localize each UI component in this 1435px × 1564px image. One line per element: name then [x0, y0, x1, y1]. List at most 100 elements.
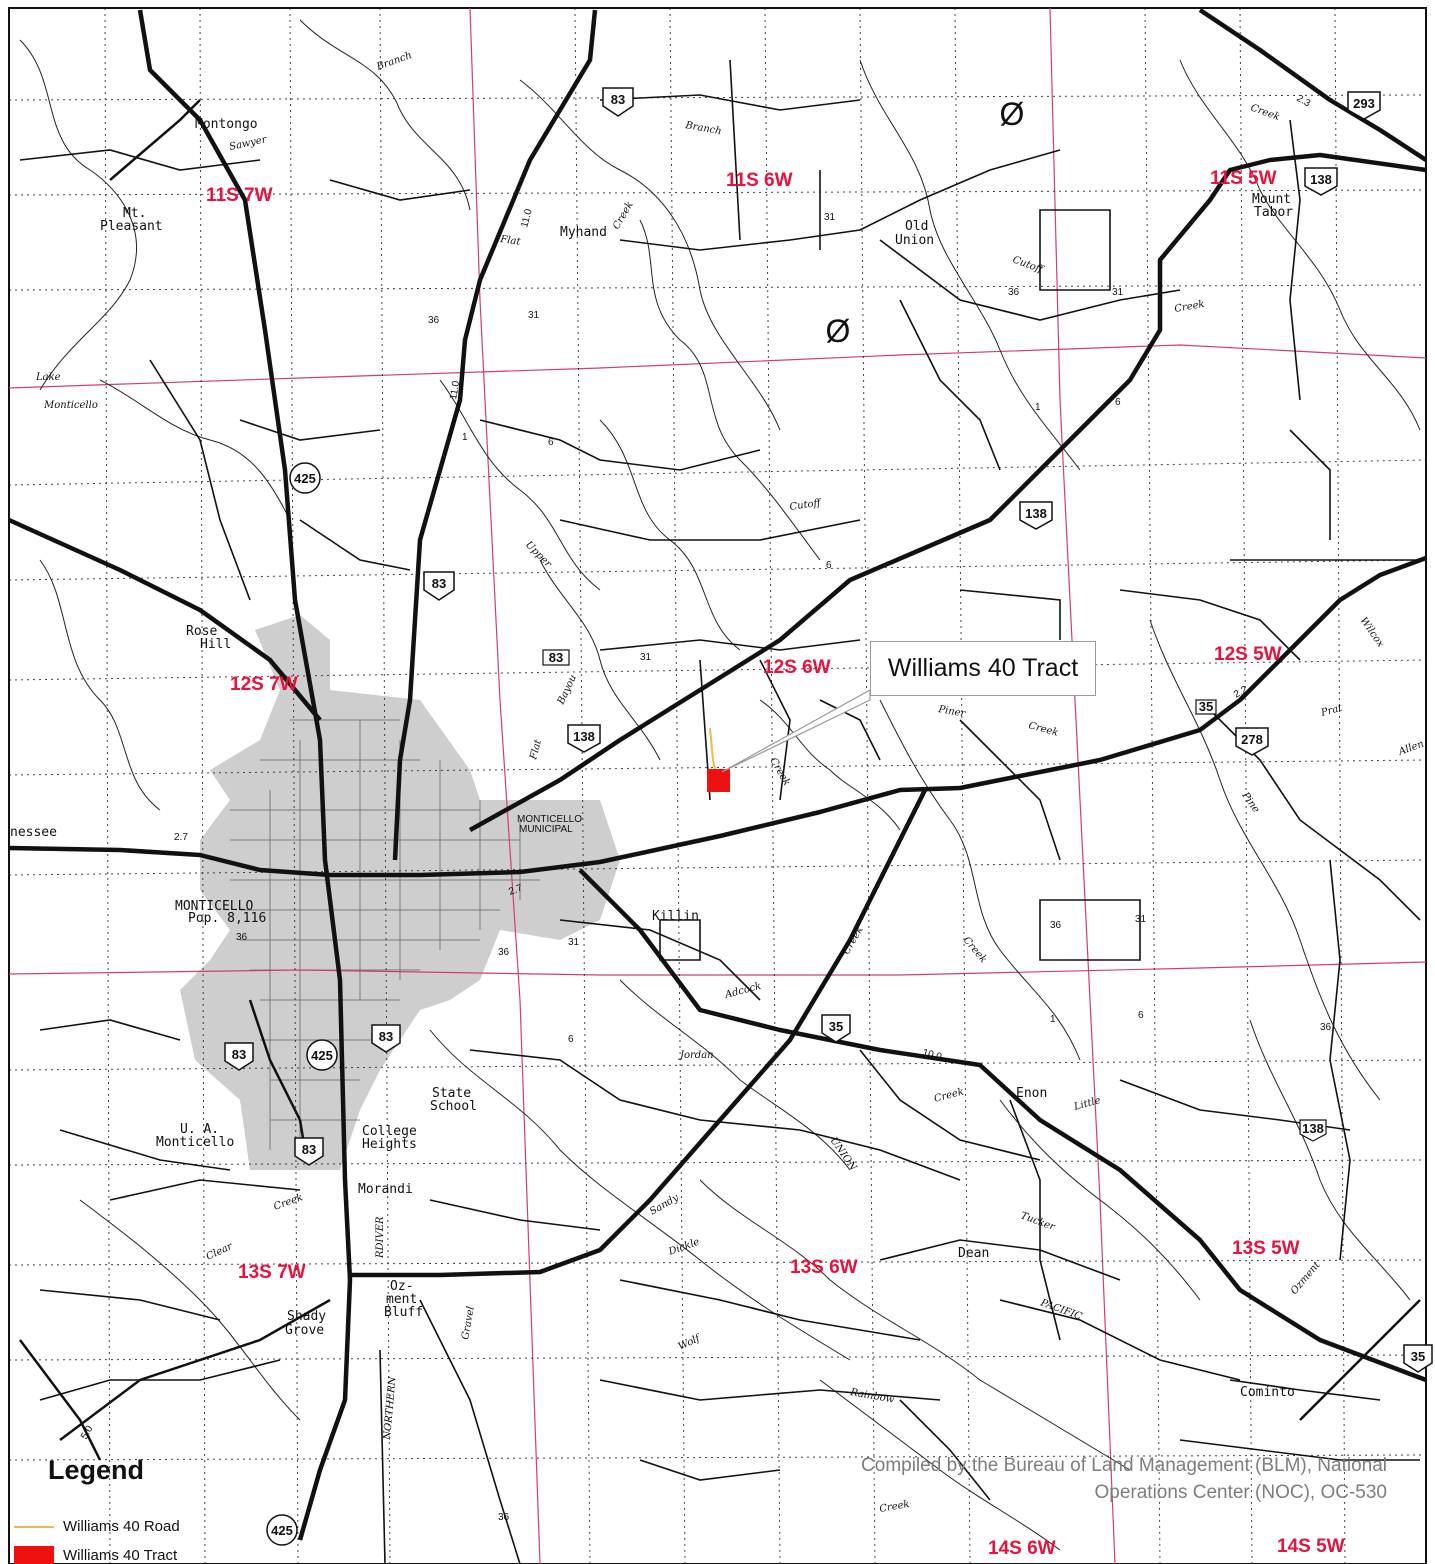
svg-text:13S 5W: 13S 5W	[1232, 1238, 1300, 1259]
svg-text:14S 6W: 14S 6W	[988, 1538, 1056, 1559]
svg-text:36: 36	[1320, 1022, 1332, 1033]
svg-text:Oz-: Oz-	[390, 1279, 413, 1294]
svg-text:31: 31	[528, 310, 540, 321]
svg-text:36: 36	[498, 947, 510, 958]
svg-text:11.0: 11.0	[519, 207, 535, 228]
minor-roads	[19, 59, 1421, 1564]
map-credit: Compiled by the Bureau of Land Managemen…	[747, 1452, 1387, 1506]
svg-text:College: College	[362, 1124, 417, 1139]
shield-425-city: 425	[306, 1039, 338, 1071]
svg-text:83: 83	[379, 1029, 393, 1044]
svg-text:ment: ment	[386, 1292, 417, 1307]
credit-line-2: Operations Center (NOC), OC-530	[1094, 1482, 1388, 1503]
svg-text:Ø: Ø	[1000, 96, 1025, 132]
svg-text:35: 35	[1411, 1349, 1425, 1364]
svg-text:Pleasant: Pleasant	[100, 219, 163, 234]
svg-text:Mt.: Mt.	[123, 206, 146, 221]
svg-text:36: 36	[428, 315, 440, 326]
svg-text:138: 138	[1310, 172, 1332, 187]
svg-text:138: 138	[573, 729, 595, 744]
svg-text:31: 31	[1112, 287, 1124, 298]
svg-text:2.7: 2.7	[507, 883, 524, 898]
svg-text:Dean: Dean	[958, 1246, 989, 1261]
svg-text:Monticello: Monticello	[43, 400, 98, 411]
shield-425-north: 425	[289, 462, 321, 494]
svg-text:Bluff: Bluff	[384, 1305, 423, 1320]
svg-text:State: State	[432, 1086, 471, 1101]
svg-text:Cutoff: Cutoff	[789, 497, 823, 513]
svg-text:11S 5W: 11S 5W	[1210, 168, 1277, 189]
svg-text:Heights: Heights	[362, 1137, 417, 1152]
shield-35-east: 35	[1403, 1344, 1433, 1373]
williams-40-tract	[707, 769, 730, 792]
svg-text:83: 83	[432, 576, 446, 591]
svg-text:Hill: Hill	[200, 637, 231, 652]
svg-text:278: 278	[1241, 732, 1263, 747]
svg-text:Lake: Lake	[35, 372, 61, 383]
svg-text:Montongo: Montongo	[195, 117, 258, 132]
svg-text:12S 5W: 12S 5W	[1214, 644, 1282, 665]
shield-293: 293	[1347, 91, 1381, 120]
svg-text:Killin: Killin	[652, 909, 699, 924]
svg-text:Old: Old	[905, 219, 928, 234]
svg-text:138: 138	[1025, 506, 1047, 521]
shield-83-north: 83	[602, 87, 634, 117]
svg-text:83: 83	[302, 1142, 316, 1157]
svg-text:83: 83	[549, 650, 563, 665]
svg-text:Creek: Creek	[1174, 299, 1206, 315]
svg-text:12S 6W: 12S 6W	[763, 657, 831, 678]
svg-text:138: 138	[1302, 1121, 1324, 1136]
legend-item-tract: Williams 40 Tract	[14, 1546, 177, 1564]
section-numbers: 36 31 6 1 36 31 6 1 36 31 6 36 31 6 1 36…	[236, 212, 1332, 1523]
legend-item-label: Williams 40 Tract	[63, 1546, 178, 1564]
svg-text:36: 36	[236, 932, 248, 943]
svg-text:12S 7W: 12S 7W	[230, 674, 298, 695]
highway-shields: 83 83 83 83 83 83 425 425 425 138 138 13…	[224, 87, 1433, 1546]
shield-425-south: 425	[266, 1514, 298, 1546]
svg-text:Piner: Piner	[936, 704, 967, 720]
svg-text:6: 6	[548, 437, 554, 448]
svg-text:Flat: Flat	[499, 234, 522, 248]
svg-text:6: 6	[826, 560, 832, 571]
svg-text:Morandi: Morandi	[358, 1182, 413, 1197]
svg-text:36: 36	[1008, 287, 1020, 298]
svg-text:36: 36	[1050, 920, 1062, 931]
svg-text:2.7: 2.7	[174, 832, 188, 843]
svg-text:Union: Union	[895, 233, 934, 248]
svg-text:1: 1	[1035, 402, 1041, 413]
svg-text:425: 425	[311, 1048, 333, 1063]
legend-item-label: Williams 40 Road	[63, 1518, 180, 1535]
svg-text:31: 31	[568, 937, 580, 948]
svg-text:Ø: Ø	[826, 313, 851, 349]
shield-35-mid: 35	[821, 1014, 851, 1043]
township-grid	[8, 7, 1427, 1564]
svg-text:31: 31	[640, 652, 652, 663]
svg-text:10.0: 10.0	[921, 1047, 943, 1063]
svg-text:83: 83	[232, 1047, 246, 1062]
svg-text:MONTICELLO: MONTICELLO	[517, 814, 582, 825]
shield-138-east: 138	[1304, 167, 1338, 196]
shield-83-west: 83	[224, 1042, 254, 1071]
svg-text:School: School	[430, 1099, 477, 1114]
svg-text:Pop. 8,116: Pop. 8,116	[188, 911, 266, 926]
streams	[19, 19, 1421, 1551]
svg-text:Mount: Mount	[1252, 192, 1291, 207]
svg-text:11.0: 11.0	[448, 380, 462, 401]
credit-line-1: Compiled by the Bureau of Land Managemen…	[861, 1455, 1387, 1476]
svg-text:U. A.: U. A.	[180, 1122, 219, 1137]
place-names: Montongo Mt. Pleasant Myhand Old Union M…	[10, 117, 1295, 1400]
svg-text:Jordan: Jordan	[678, 1050, 714, 1061]
shield-83-small: 83	[542, 649, 570, 666]
legend-item-road: Williams 40 Road	[14, 1518, 180, 1535]
svg-text:13S 7W: 13S 7W	[238, 1262, 306, 1283]
svg-text:6: 6	[568, 1034, 574, 1045]
svg-text:11S 7W: 11S 7W	[206, 185, 273, 206]
svg-text:MONTICELLO: MONTICELLO	[175, 899, 253, 914]
township-labels: 11S 7W 11S 6W 11S 5W 12S 7W 12S 6W 12S 5…	[206, 168, 1345, 1559]
svg-text:35: 35	[1199, 699, 1213, 714]
svg-text:1: 1	[1050, 1014, 1056, 1025]
shield-278: 278	[1235, 727, 1269, 756]
svg-text:36: 36	[498, 1512, 510, 1523]
svg-text:425: 425	[294, 471, 316, 486]
svg-text:31: 31	[1135, 914, 1147, 925]
